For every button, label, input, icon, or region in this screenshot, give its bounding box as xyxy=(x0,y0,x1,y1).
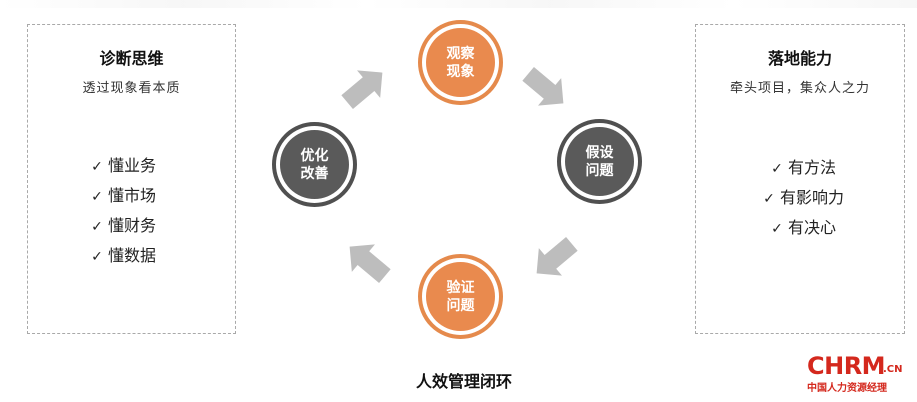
node-verify: 验证 问题 xyxy=(418,254,503,339)
list-item: ✓懂市场 xyxy=(86,181,156,211)
list-item: ✓懂财务 xyxy=(86,211,156,241)
diagnostic-thinking-panel: 诊断思维 透过现象看本质 ✓懂业务 ✓懂市场 ✓懂财务 ✓懂数据 xyxy=(27,24,236,334)
check-icon: ✓ xyxy=(91,219,103,235)
panel-subtitle: 透过现象看本质 xyxy=(82,81,181,96)
check-icon: ✓ xyxy=(91,159,103,175)
panel-title: 落地能力 xyxy=(767,49,832,68)
execution-ability-panel: 落地能力 牵头项目，集众人之力 ✓有方法 ✓有影响力 ✓有决心 xyxy=(695,24,905,334)
node-label: 优化 改善 xyxy=(280,130,349,199)
checklist: ✓有方法 ✓有影响力 ✓有决心 xyxy=(758,153,844,243)
logo-suffix: .CN xyxy=(883,364,903,375)
list-item: ✓有方法 xyxy=(758,153,844,183)
logo-subtitle: 中国人力资源经理 xyxy=(807,383,887,394)
check-icon: ✓ xyxy=(91,249,103,265)
cycle-title: 人效管理闭环 xyxy=(415,372,512,391)
arrow-to-hypothesize xyxy=(522,66,564,106)
arrow-to-optimize xyxy=(349,244,391,284)
checklist: ✓懂业务 ✓懂市场 ✓懂财务 ✓懂数据 xyxy=(86,151,156,271)
check-icon: ✓ xyxy=(91,189,103,205)
node-label: 假设 问题 xyxy=(565,127,634,196)
node-optimize: 优化 改善 xyxy=(272,122,357,207)
node-label: 观察 现象 xyxy=(426,28,495,97)
panel-subtitle: 牵头项目，集众人之力 xyxy=(729,81,870,96)
check-icon: ✓ xyxy=(763,191,775,207)
list-item: ✓懂数据 xyxy=(86,241,156,271)
panel-title: 诊断思维 xyxy=(99,49,164,68)
arrow-to-verify xyxy=(536,236,578,276)
check-icon: ✓ xyxy=(771,221,783,237)
header-decoration xyxy=(0,0,917,8)
node-observe: 观察 现象 xyxy=(418,20,503,105)
check-icon: ✓ xyxy=(771,161,783,177)
list-item: ✓有决心 xyxy=(758,213,844,243)
chrm-logo: CHRM .CN 中国人力资源经理 xyxy=(807,352,911,396)
list-item: ✓有影响力 xyxy=(758,183,844,213)
logo-main: CHRM xyxy=(807,352,886,380)
arrow-to-observe xyxy=(341,70,383,110)
list-item: ✓懂业务 xyxy=(86,151,156,181)
node-hypothesize: 假设 问题 xyxy=(557,119,642,204)
node-label: 验证 问题 xyxy=(426,262,495,331)
